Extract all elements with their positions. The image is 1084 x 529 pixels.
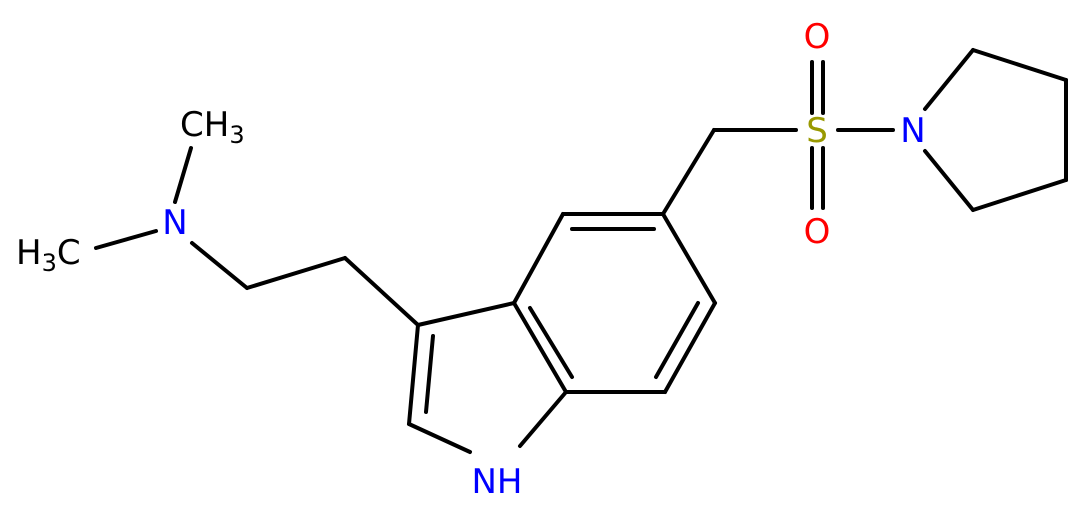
bond-c5-c6 — [661, 212, 717, 305]
bond-c2-n1 — [407, 422, 472, 454]
atom-n-amine: N — [162, 203, 187, 243]
bond-n-methyl-top — [173, 146, 193, 204]
bond-n1-c7a — [518, 390, 568, 448]
methyl-top-subscript: 3 — [229, 121, 244, 149]
bond-c6-c7 — [663, 301, 717, 394]
methyl-left-h: H — [16, 233, 42, 273]
atom-n-pyrrolidine: N — [900, 111, 925, 151]
bond-cp4-n — [923, 149, 975, 212]
bond-cp1-cp2 — [971, 48, 1068, 82]
atom-labels: N CH3 H3C S O O N NH — [16, 17, 926, 502]
bonds — [94, 48, 1068, 454]
bond-c3a-c7a — [512, 301, 568, 394]
bond-ch2-ch2 — [245, 256, 347, 290]
bond-c3a-c4 — [512, 212, 565, 305]
bond-cp3-cp4 — [971, 178, 1068, 212]
methyl-left-c: C — [57, 233, 81, 273]
atom-oxygen-bottom: O — [804, 212, 831, 252]
methyl-top-ch: CH — [180, 105, 229, 145]
bond-c6-c7-inner — [654, 301, 700, 379]
bond-c5-ch2 — [661, 128, 716, 216]
atom-sulfur: S — [806, 111, 828, 151]
bond-n-ch2 — [190, 241, 249, 290]
bond-ch2-c3 — [343, 256, 420, 327]
bond-c3-c2 — [407, 323, 420, 426]
atom-methyl-top: CH3 — [180, 105, 245, 149]
atom-methyl-left: H3C — [16, 233, 81, 277]
bond-c3-c3a — [416, 301, 516, 327]
bond-n-methyl-left — [94, 229, 158, 250]
methyl-left-subscript: 3 — [42, 249, 57, 277]
bond-c3a-c7a-inner — [528, 306, 574, 379]
atom-nh-indole: NH — [472, 462, 523, 502]
atom-oxygen-top: O — [804, 17, 831, 57]
bond-n-cp1 — [923, 48, 975, 111]
bond-c3-c2-inner — [424, 334, 435, 414]
